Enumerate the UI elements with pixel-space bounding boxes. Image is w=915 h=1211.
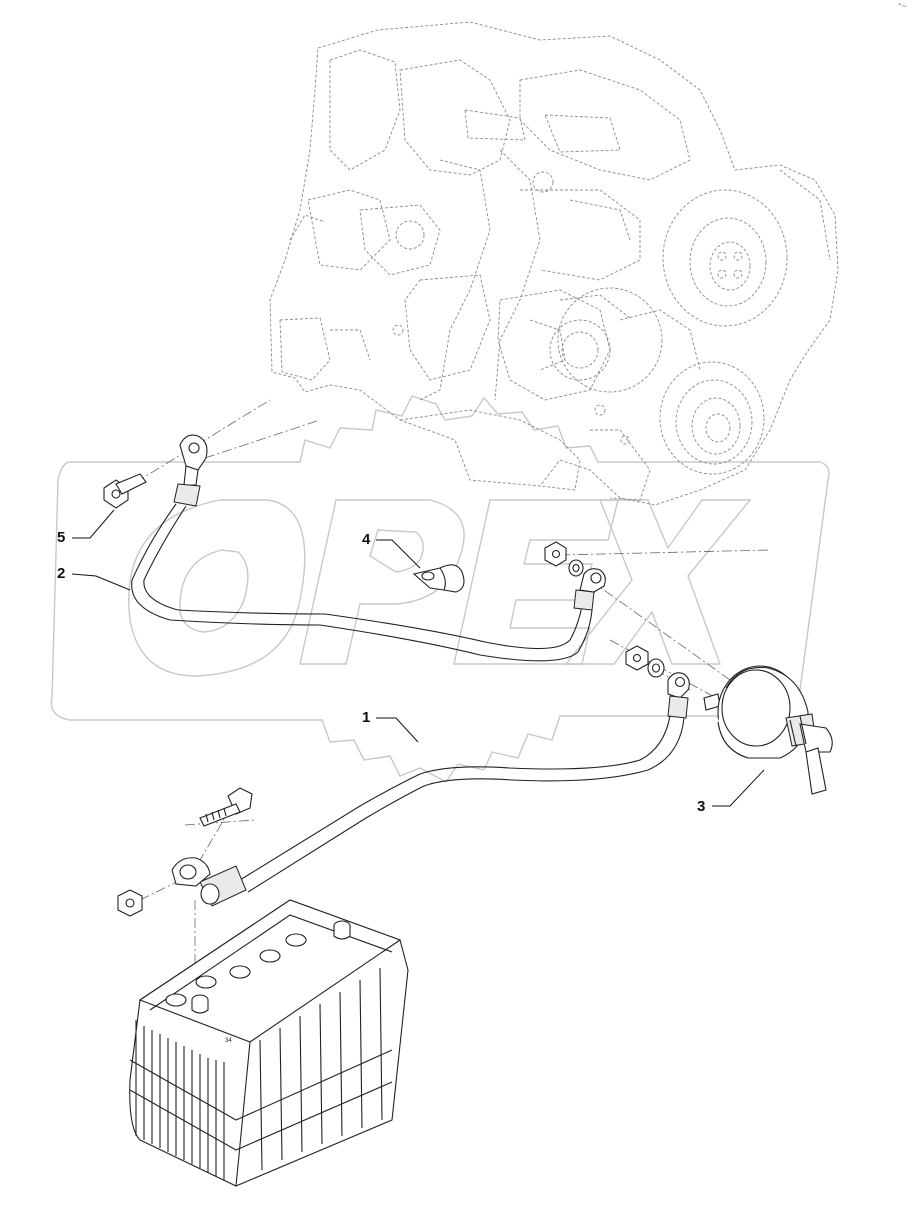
- bolt-part-5: [103, 473, 147, 509]
- nut-washer-set-lower: [625, 645, 665, 678]
- engine-outline: [269, 21, 839, 506]
- battery-marking: 34: [225, 1038, 232, 1044]
- callout-label: 3: [697, 798, 705, 815]
- cable-part-2: [131, 434, 606, 662]
- callout-5: 5: [57, 509, 115, 546]
- callout-4: 4: [362, 531, 421, 569]
- callout-1: 1: [362, 709, 419, 743]
- terminal-nut: [117, 889, 143, 917]
- nut-washer-set-upper: [544, 541, 584, 577]
- callout-label: 1: [362, 709, 370, 726]
- callout-2: 2: [57, 565, 131, 591]
- corner-mark: ᐩ~: [898, 1, 907, 11]
- callout-3: 3: [697, 769, 765, 815]
- terminal-bolt: [199, 787, 253, 827]
- cable-part-1: [171, 672, 690, 907]
- battery: 34: [129, 899, 409, 1187]
- callout-label: 5: [57, 529, 65, 546]
- callout-label: 4: [362, 531, 371, 548]
- isolator-switch-part-3: [703, 665, 833, 795]
- clip-part-4: [412, 564, 465, 593]
- callout-label: 2: [57, 565, 65, 582]
